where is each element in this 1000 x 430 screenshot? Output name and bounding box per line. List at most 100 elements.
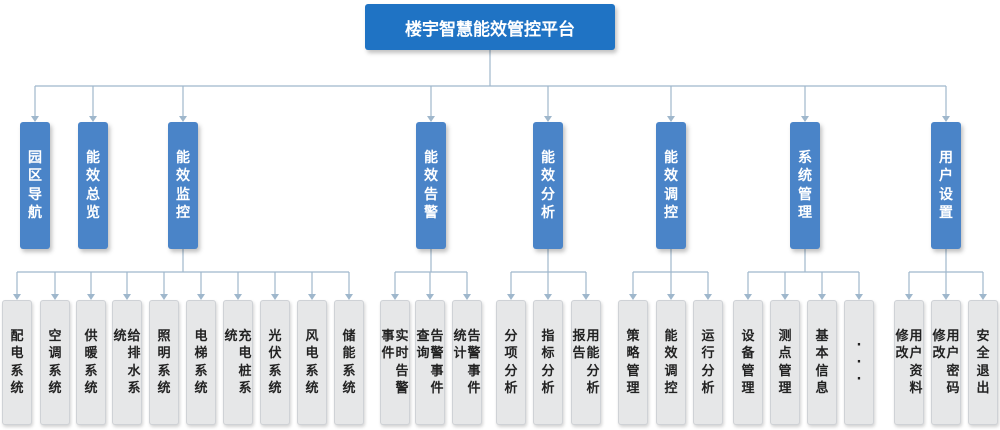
arrowhead [667, 294, 675, 300]
arrowhead [427, 116, 435, 122]
module-efficiency-control: 能效调控 [656, 122, 686, 249]
arrowhead [629, 294, 637, 300]
leaf-label: 用户密码修改 [932, 329, 960, 396]
module-park-navigation: 园区导航 [20, 122, 50, 249]
leaf-air-conditioning: 空调系统 [40, 300, 70, 425]
arrowhead [667, 116, 675, 122]
leaf-label: 策略管理 [626, 329, 640, 396]
leaf-basic-information: 基本信息 [807, 300, 837, 425]
leaf-measure-point-management: 测点管理 [770, 300, 800, 425]
arrowhead [781, 294, 789, 300]
arrowhead [905, 294, 913, 300]
arrowhead [308, 294, 316, 300]
arrowhead [582, 294, 590, 300]
leaf-indicator-analysis: 指标分析 [533, 300, 563, 425]
module-efficiency-alarm: 能效告警 [416, 122, 446, 249]
leaf-label: 光伏系统 [268, 329, 282, 396]
arrowhead [704, 294, 712, 300]
arrowhead [87, 294, 95, 300]
arrowhead [51, 294, 59, 300]
leaf-label: 充电桩系统 [224, 329, 252, 396]
leaf-itemized-analysis: 分项分析 [496, 300, 526, 425]
leaf-secure-logout: 安全退出 [968, 300, 998, 425]
leaf-lighting: 照明系统 [149, 300, 179, 425]
leaf-label: 供暖系统 [84, 329, 98, 396]
arrowhead [13, 294, 21, 300]
leaf-strategy-management: 策略管理 [618, 300, 648, 425]
module-label: 能效总览 [86, 149, 100, 221]
leaf-photovoltaic: 光伏系统 [260, 300, 290, 425]
arrowhead [942, 116, 950, 122]
leaf-operation-analysis: 运行分析 [693, 300, 723, 425]
arrowhead [391, 294, 399, 300]
leaf-wind-power: 风电系统 [297, 300, 327, 425]
leaf-label: 告警事件查询 [416, 329, 444, 396]
arrowhead [89, 116, 97, 122]
arrowhead [197, 294, 205, 300]
module-user-settings: 用户设置 [931, 122, 961, 249]
leaf-label: 风电系统 [305, 329, 319, 396]
arrowhead [271, 294, 279, 300]
arrowhead [345, 294, 353, 300]
leaf-label: ··· [856, 337, 862, 388]
root-node: 楼宇智慧能效管控平台 [365, 4, 615, 50]
arrowhead [801, 116, 809, 122]
leaf-charging-pile: 充电桩系统 [223, 300, 253, 425]
module-label: 能效告警 [424, 149, 438, 221]
leaf-label: 设备管理 [741, 329, 755, 396]
leaf-change-password: 用户密码修改 [931, 300, 961, 425]
leaf-label: 用能分析报告 [572, 329, 600, 396]
leaf-label: 运行分析 [701, 329, 715, 396]
leaf-edit-profile: 用户资料修改 [894, 300, 924, 425]
arrowhead [160, 294, 168, 300]
module-efficiency-monitoring: 能效监控 [168, 122, 198, 249]
leaf-realtime-alarm: 实时告警事件 [380, 300, 410, 425]
leaf-alarm-statistics: 告警事件统计 [452, 300, 482, 425]
leaf-label: 能效调控 [664, 329, 678, 396]
leaf-label: 配电系统 [10, 329, 24, 396]
module-efficiency-analysis: 能效分析 [533, 122, 563, 249]
leaf-more-ellipsis: ··· [844, 300, 874, 425]
leaf-label: 分项分析 [504, 329, 518, 396]
arrowhead [818, 294, 826, 300]
arrowhead [463, 294, 471, 300]
arrowhead [179, 116, 187, 122]
root-label: 楼宇智慧能效管控平台 [405, 19, 575, 40]
leaf-device-management: 设备管理 [733, 300, 763, 425]
arrowhead [544, 294, 552, 300]
module-efficiency-overview: 能效总览 [78, 122, 108, 249]
leaf-power-distribution: 配电系统 [2, 300, 32, 425]
module-label: 园区导航 [28, 149, 42, 221]
arrowhead [855, 294, 863, 300]
leaf-energy-storage: 储能系统 [334, 300, 364, 425]
leaf-heating: 供暖系统 [76, 300, 106, 425]
leaf-efficiency-control: 能效调控 [656, 300, 686, 425]
leaf-label: 照明系统 [157, 329, 171, 396]
module-label: 能效监控 [176, 149, 190, 221]
leaf-label: 用户资料修改 [895, 329, 923, 396]
module-label: 能效调控 [664, 149, 678, 221]
leaf-label: 测点管理 [778, 329, 792, 396]
leaf-label: 告警事件统计 [453, 329, 481, 396]
leaf-label: 指标分析 [541, 329, 555, 396]
leaf-alarm-query: 告警事件查询 [415, 300, 445, 425]
leaf-label: 安全退出 [976, 329, 990, 396]
arrowhead [507, 294, 515, 300]
arrowhead [544, 116, 552, 122]
arrowhead [31, 116, 39, 122]
arrowhead [979, 294, 987, 300]
arrowhead [744, 294, 752, 300]
leaf-label: 电梯系统 [194, 329, 208, 396]
leaf-label: 实时告警事件 [381, 329, 409, 396]
leaf-energy-report: 用能分析报告 [571, 300, 601, 425]
arrowhead [426, 294, 434, 300]
arrowhead [234, 294, 242, 300]
module-system-management: 系统管理 [790, 122, 820, 249]
arrowhead [123, 294, 131, 300]
module-label: 能效分析 [541, 149, 555, 221]
leaf-water-supply: 给排水系统 [112, 300, 142, 425]
module-label: 系统管理 [798, 149, 812, 221]
arrowhead [942, 294, 950, 300]
